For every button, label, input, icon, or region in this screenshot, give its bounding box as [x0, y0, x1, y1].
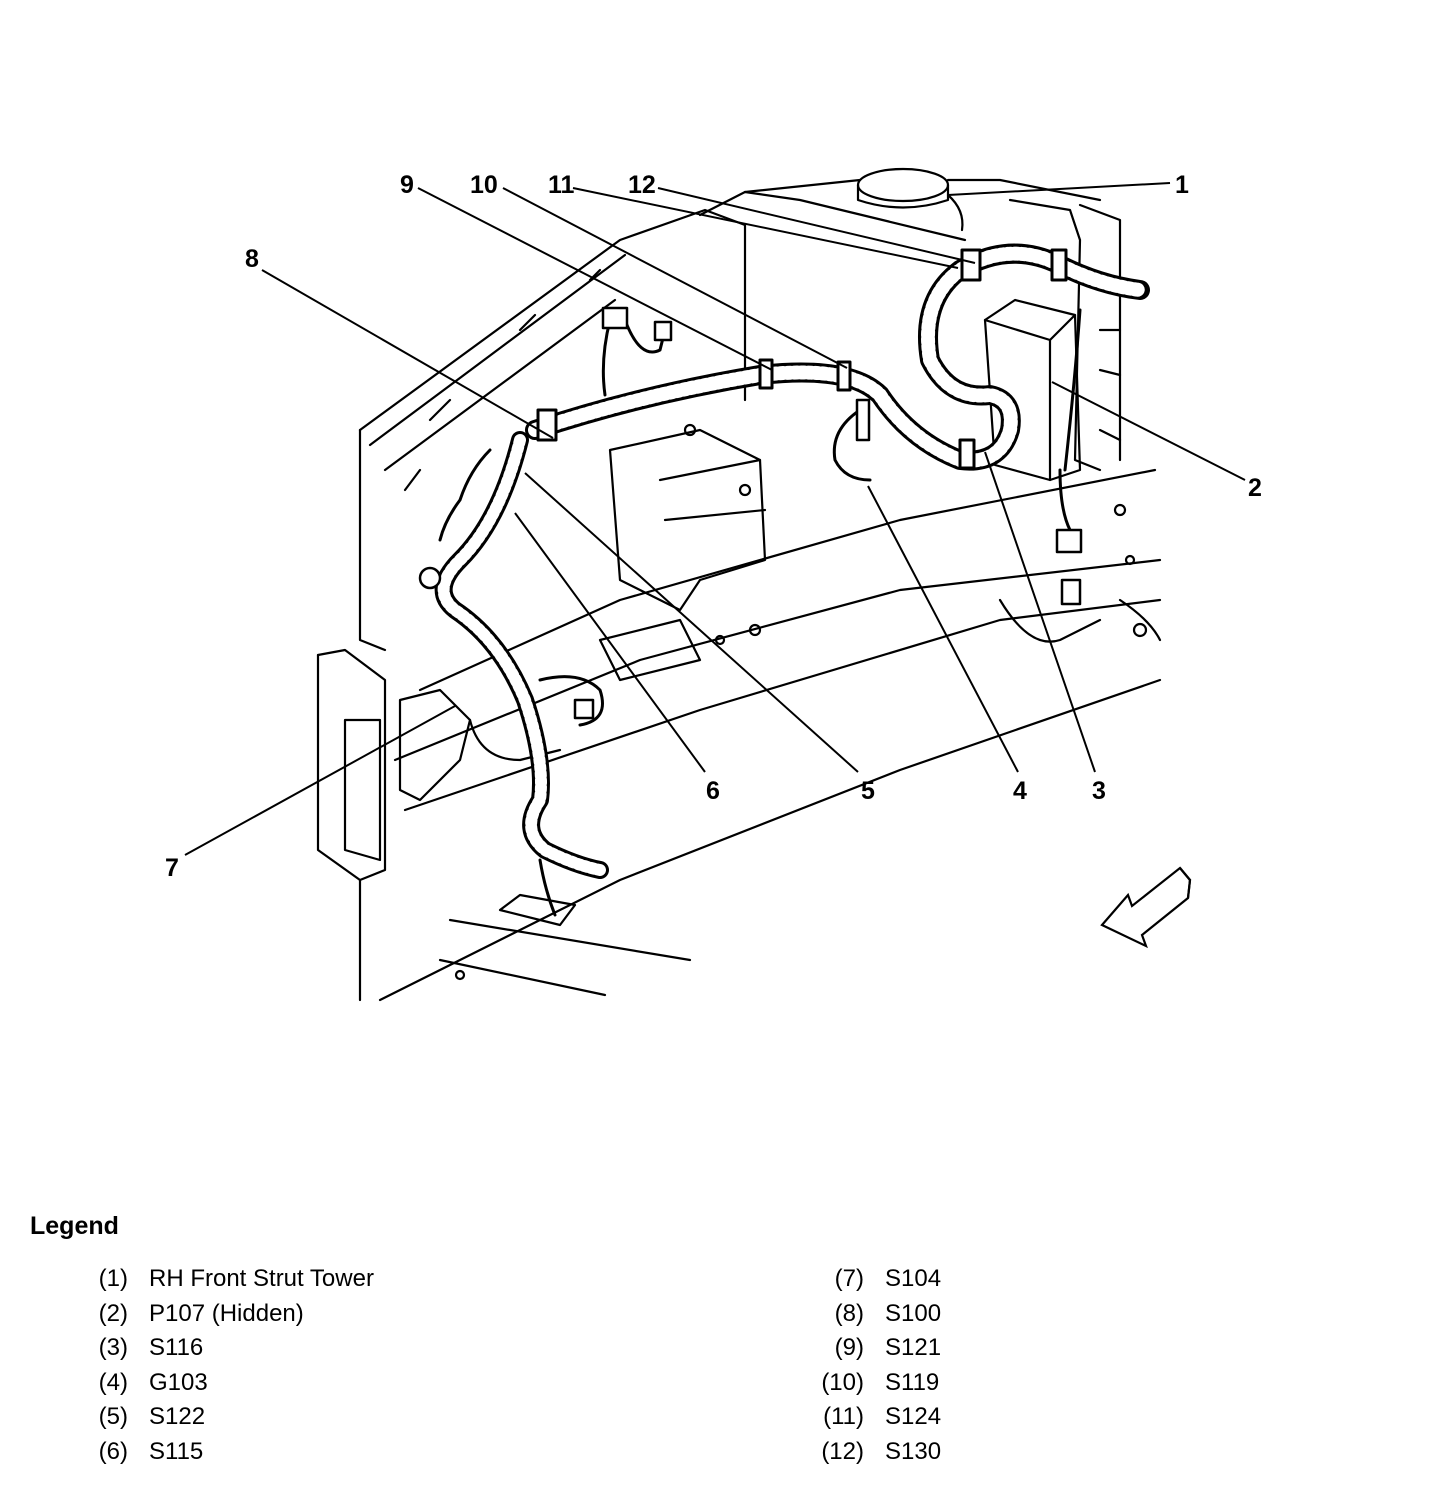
wiring-harness: [418, 243, 1150, 917]
leader-line-9: [417, 187, 773, 371]
legend-item: (4) G103: [70, 1366, 208, 1401]
callout-1: 1: [1175, 171, 1189, 199]
callout-11: 11: [548, 171, 575, 199]
leader-lines: [184, 182, 1246, 856]
legend-item-number: (7): [834, 1265, 864, 1292]
callout-6: 6: [706, 777, 720, 805]
legend-item-number: (12): [821, 1437, 864, 1465]
leader-line-7: [184, 705, 456, 856]
leader-line-4: [867, 485, 1019, 773]
forward-arrow-icon: [1100, 866, 1192, 949]
legend-item-number: (2): [98, 1299, 128, 1327]
callout-7: 7: [165, 854, 179, 882]
legend-item-label: S122: [149, 1403, 206, 1431]
leader-line-10: [502, 187, 848, 369]
legend-item: (1) RH Front Strut Tower: [70, 1262, 374, 1297]
legend-item-label: S116: [149, 1334, 204, 1362]
leader-line-11: [572, 187, 959, 269]
legend-column-right: (7) S104 (8) S100 (9) S121 (10) S119 (11) S12…: [806, 1262, 941, 1470]
callout-4: 4: [1013, 777, 1027, 805]
legend-item-number: (1): [98, 1265, 128, 1292]
legend-item-label: S100: [885, 1299, 942, 1327]
leader-line-6: [514, 512, 706, 773]
legend-item: (2) P107 (Hidden): [70, 1297, 304, 1332]
legend-item: (6) S115: [70, 1435, 204, 1470]
legend-item-number: (4): [98, 1368, 128, 1396]
legend-item-label: S104: [885, 1265, 942, 1292]
legend-item-label: P107 (Hidden): [149, 1299, 304, 1327]
legend-item: (7) S104: [806, 1262, 941, 1297]
callout-12: 12: [628, 171, 656, 199]
callout-2: 2: [1248, 474, 1262, 502]
leader-line-8: [261, 269, 554, 439]
legend-column-left: (1) RH Front Strut Tower (2) P107 (Hidden)…: [70, 1262, 374, 1470]
leader-line-1: [947, 182, 1171, 196]
callout-8: 8: [245, 245, 259, 273]
callout-3: 3: [1092, 777, 1106, 805]
legend-item-number: (8): [834, 1299, 864, 1327]
wiring-harness-illustration: 1 2 3 4 5 6 7 8 9 10 11 12: [165, 167, 1262, 1002]
legend-item-number: (9): [834, 1334, 864, 1362]
legend-item: (11) S124: [806, 1400, 941, 1435]
mount-bracket: [608, 428, 767, 612]
body-structure: [316, 167, 1162, 1002]
leader-line-12: [657, 187, 976, 264]
legend-item-number: (10): [821, 1368, 864, 1396]
legend-item: (5) S122: [70, 1400, 205, 1435]
legend-item-number: (3): [98, 1334, 128, 1362]
legend-item-label: G103: [149, 1368, 208, 1396]
legend-title: Legend: [30, 1212, 119, 1240]
legend-item-label: S121: [885, 1334, 942, 1362]
legend-item-number: (5): [98, 1403, 128, 1431]
leader-line-2: [1051, 381, 1246, 481]
leader-line-5: [524, 472, 859, 773]
callout-10: 10: [470, 171, 498, 199]
callout-5: 5: [861, 777, 875, 805]
legend-item: (9) S121: [806, 1331, 941, 1366]
legend-item-number: (6): [98, 1437, 128, 1465]
strut-tower-top: [856, 167, 950, 203]
leader-line-3: [984, 451, 1096, 773]
callout-9: 9: [400, 171, 414, 199]
legend-item-label: S115: [149, 1437, 204, 1465]
legend-item-number: (11): [823, 1403, 864, 1431]
legend-item-label: S130: [885, 1437, 942, 1465]
harness-drop: [434, 431, 609, 879]
strut-tower-body: [856, 183, 950, 209]
legend-item: (10) S119: [806, 1366, 939, 1401]
legend-item: (3) S116: [70, 1331, 204, 1366]
legend-item: (12) S130: [806, 1435, 941, 1470]
legend-item-label: RH Front Strut Tower: [149, 1265, 374, 1292]
legend-item: (8) S100: [806, 1297, 941, 1332]
legend-item-label: S124: [885, 1403, 942, 1431]
legend-item-label: S119: [885, 1368, 940, 1396]
